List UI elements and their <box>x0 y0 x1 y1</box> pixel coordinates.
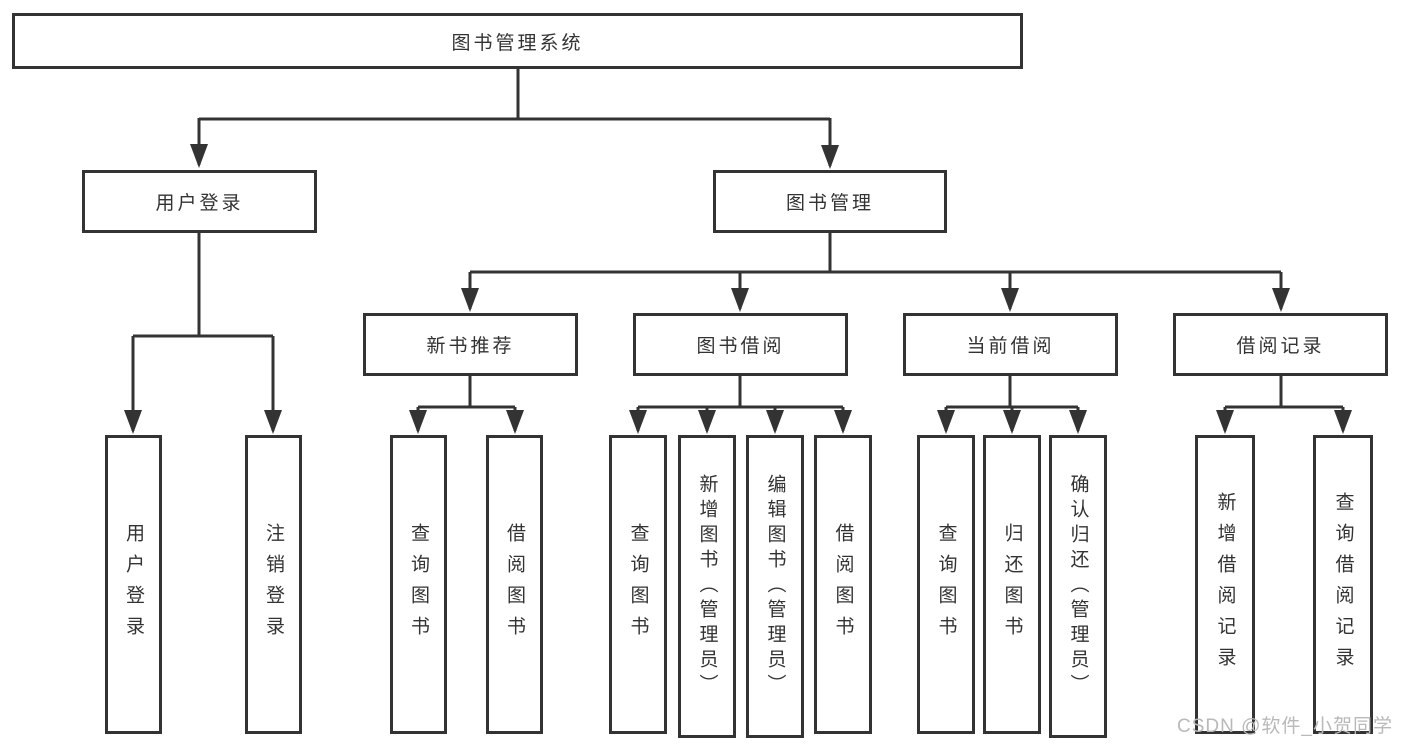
node-label: 用户登录 <box>155 193 244 214</box>
leaf-borrow-books-recommend: 借阅图书 <box>486 435 543 734</box>
node-label: 用户登录 <box>123 522 144 647</box>
leaf-add-borrow-record: 新增借阅记录 <box>1195 435 1255 734</box>
node-user-login-module: 用户登录 <box>82 170 317 233</box>
node-label: 图书借阅 <box>696 336 785 357</box>
node-label: 查询借阅记录 <box>1332 491 1354 678</box>
leaf-edit-book-admin: 编辑图书（管理员） <box>746 435 804 738</box>
node-label: 借阅图书 <box>504 522 525 647</box>
node-label: 新增图书（管理员） <box>696 474 718 699</box>
csdn-watermark: CSDN @软件_小贺同学 <box>1177 716 1393 737</box>
node-label: 借阅图书 <box>832 522 854 647</box>
node-label: 归还图书 <box>1001 522 1023 647</box>
node-label: 新增借阅记录 <box>1214 491 1236 678</box>
node-label: 注销登录 <box>263 522 284 647</box>
leaf-borrow-books: 借阅图书 <box>814 435 872 734</box>
node-label: 确认归还（管理员） <box>1067 474 1089 699</box>
node-label: 当前借阅 <box>966 336 1055 357</box>
leaf-logout: 注销登录 <box>245 435 302 734</box>
leaf-user-login: 用户登录 <box>105 435 162 734</box>
node-new-book-recommend: 新书推荐 <box>363 313 578 376</box>
leaf-query-books-current: 查询图书 <box>917 435 975 734</box>
leaf-query-books-recommend: 查询图书 <box>390 435 447 734</box>
leaf-query-borrow-record: 查询借阅记录 <box>1313 435 1373 734</box>
node-label: 查询图书 <box>627 522 649 647</box>
leaf-add-book-admin: 新增图书（管理员） <box>678 435 736 738</box>
node-root-library-management-system: 图书管理系统 <box>12 13 1023 69</box>
leaf-confirm-return-admin: 确认归还（管理员） <box>1049 435 1107 738</box>
leaf-return-books: 归还图书 <box>983 435 1041 734</box>
node-current-borrowing: 当前借阅 <box>903 313 1118 376</box>
node-book-management-module: 图书管理 <box>713 170 947 233</box>
node-label: 编辑图书（管理员） <box>764 474 786 699</box>
node-label: 图书管理 <box>785 193 874 214</box>
node-label: 查询图书 <box>935 522 957 647</box>
leaf-query-books-borrow: 查询图书 <box>609 435 667 734</box>
node-book-borrowing: 图书借阅 <box>633 313 848 376</box>
node-label: 图书管理系统 <box>451 32 584 54</box>
node-label: 查询图书 <box>408 522 429 647</box>
node-borrowing-records: 借阅记录 <box>1173 313 1388 376</box>
node-label: 新书推荐 <box>426 336 515 357</box>
node-label: 借阅记录 <box>1236 336 1325 357</box>
